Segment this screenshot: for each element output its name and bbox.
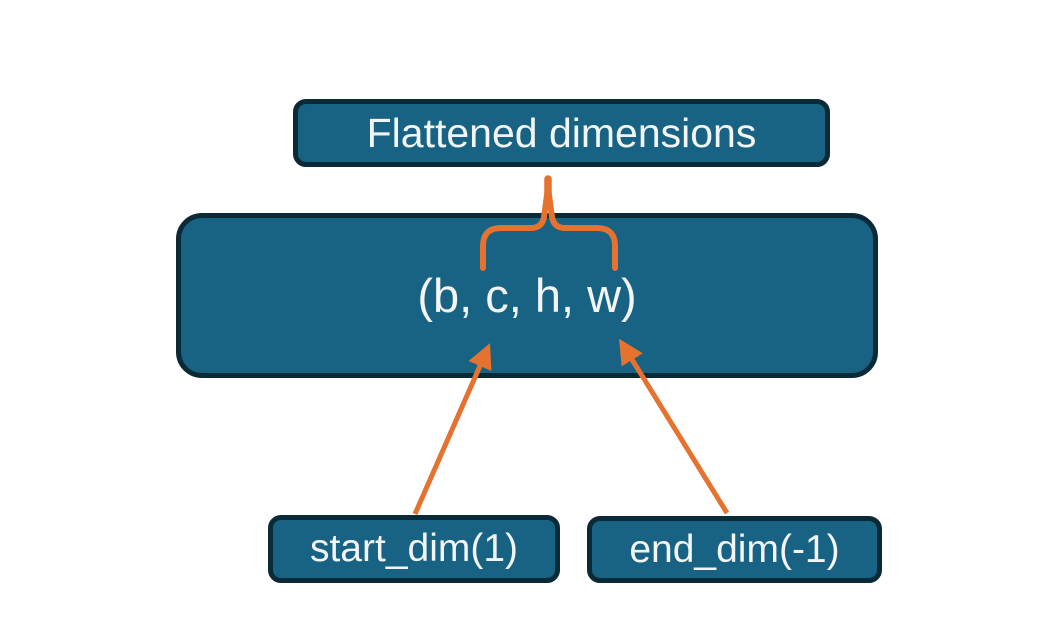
node-end-dim: end_dim(-1) <box>587 516 882 583</box>
node-flattened-dimensions-label: Flattened dimensions <box>366 109 757 156</box>
node-tensor-shape-label: (b, c, h, w) <box>417 269 637 322</box>
node-start-dim: start_dim(1) <box>268 515 560 583</box>
node-tensor-shape: (b, c, h, w) <box>176 213 878 378</box>
node-flattened-dimensions: Flattened dimensions <box>293 99 830 167</box>
node-end-dim-label: end_dim(-1) <box>629 527 840 571</box>
node-start-dim-label: start_dim(1) <box>309 527 519 570</box>
